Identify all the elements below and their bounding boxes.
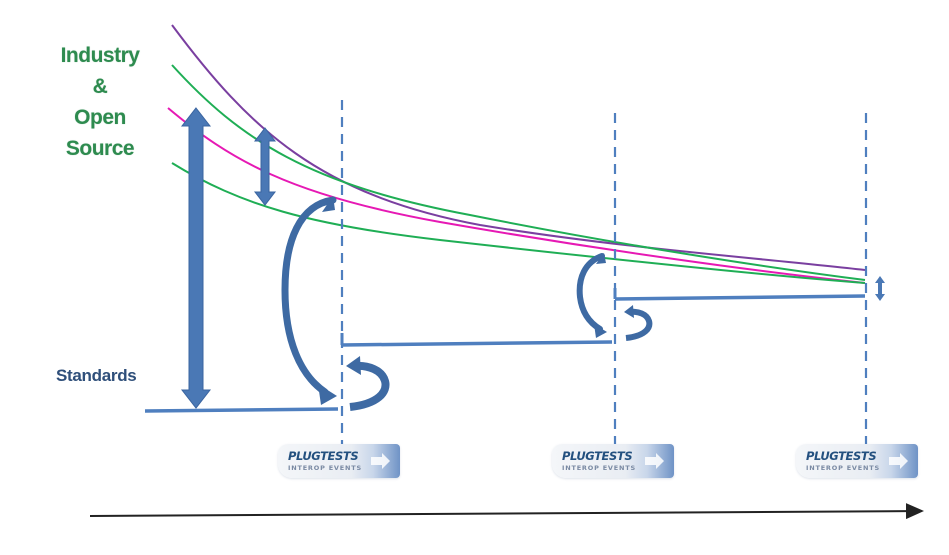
green-curve-lower bbox=[171, 162, 866, 284]
purple-curve bbox=[171, 24, 866, 271]
plugtests-logo-3: PLUGTESTS INTEROP EVENTS bbox=[796, 444, 918, 478]
curved-arrow-return-icon bbox=[624, 305, 653, 341]
plugtests-logo-title: PLUGTESTS bbox=[288, 449, 359, 463]
curved-arrow-return-icon bbox=[346, 356, 390, 411]
green-curve-upper bbox=[171, 64, 866, 281]
small-gap-double-arrow-icon bbox=[253, 127, 277, 206]
industry-label-line: Source bbox=[65, 137, 135, 160]
curved-arrow-down-icon bbox=[576, 253, 607, 338]
plugtests-logo-1: PLUGTESTS INTEROP EVENTS bbox=[278, 444, 400, 478]
plugtests-logo-subtitle: INTEROP EVENTS bbox=[562, 464, 636, 472]
timeline-arrow bbox=[89, 503, 924, 520]
plugtests-arrow-icon bbox=[889, 453, 908, 469]
tiny-gap-double-arrow-icon bbox=[875, 276, 885, 301]
industry-label-line: & bbox=[92, 75, 108, 98]
plugtests-arrow-icon bbox=[645, 453, 664, 469]
standards-level-1 bbox=[144, 407, 339, 413]
plugtests-logo-2: PLUGTESTS INTEROP EVENTS bbox=[552, 444, 674, 478]
plugtests-arrow-icon bbox=[371, 453, 390, 469]
large-gap-double-arrow-icon bbox=[180, 107, 212, 409]
industry-label-line: Industry bbox=[60, 44, 140, 67]
plugtests-logo-title: PLUGTESTS bbox=[562, 449, 633, 463]
standards-level-3 bbox=[614, 294, 866, 301]
plugtests-logo-title: PLUGTESTS bbox=[806, 449, 877, 463]
magenta-curve bbox=[167, 107, 866, 284]
industry-open-source-label: Industry & Open Source bbox=[40, 40, 160, 164]
standards-label: Standards bbox=[56, 366, 137, 385]
standards-level-2 bbox=[341, 340, 613, 347]
industry-label-line: Open bbox=[74, 106, 126, 129]
curved-arrow-down-icon bbox=[281, 196, 337, 405]
plugtests-logo-subtitle: INTEROP EVENTS bbox=[288, 464, 362, 472]
plugtests-logo-subtitle: INTEROP EVENTS bbox=[806, 464, 880, 472]
